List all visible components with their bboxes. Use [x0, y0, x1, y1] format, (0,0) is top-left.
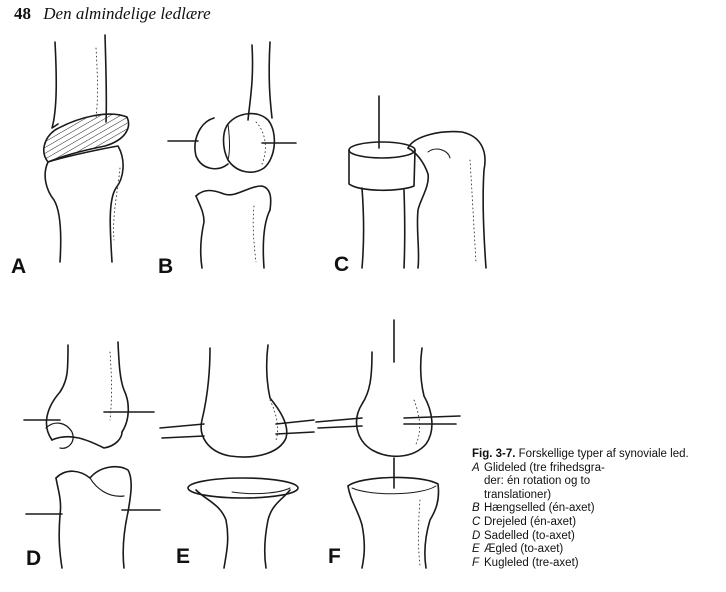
caption-item: E Ægled (to-axet)	[472, 543, 722, 557]
caption-item-line: Glideled (tre frihedsgra-	[484, 461, 605, 474]
caption-item-letter: B	[472, 502, 480, 515]
caption-item-letter: C	[472, 515, 481, 528]
caption-item: B Hængselled (én-axet)	[472, 502, 722, 516]
label-f: F	[328, 545, 341, 568]
joint-drawing-a	[43, 34, 130, 263]
label-c: C	[334, 253, 350, 276]
page-number: 48	[14, 4, 31, 23]
caption-item-line: Sadelled (to-axet)	[484, 529, 575, 542]
caption-item-line: Ægled (to-axet)	[484, 543, 564, 556]
label-d: D	[26, 547, 42, 570]
caption-item: C Drejeled (én-axet)	[472, 516, 722, 530]
joint-drawing-e	[159, 344, 315, 569]
page-header: 48 Den almindelige ledlære	[14, 2, 211, 26]
caption-item-line: Kugleled (tre-axet)	[484, 556, 579, 569]
label-a: A	[11, 255, 27, 278]
caption-item-line: Hængselled (én-axet)	[484, 502, 595, 515]
joint-drawing-c	[348, 95, 487, 269]
label-e: E	[176, 545, 191, 568]
caption-item-line: translationer)	[484, 488, 552, 501]
caption-item-letter: D	[472, 529, 481, 542]
caption-item: D Sadelled (to-axet)	[472, 530, 722, 544]
caption-item: A Glideled (tre frihedsgra- der: én rota…	[472, 462, 722, 503]
caption-item-line: Drejeled (én-axet)	[484, 515, 577, 528]
joint-drawing-b	[167, 41, 297, 269]
figure-caption: Fig. 3-7. Forskellige typer af synoviale…	[472, 448, 722, 570]
caption-item-letter: E	[472, 543, 480, 556]
figure-number: Fig. 3-7.	[472, 448, 516, 460]
caption-item: F Kugleled (tre-axet)	[472, 557, 722, 571]
caption-title: Forskellige typer af synoviale led.	[518, 448, 689, 460]
caption-item-line: der: én rotation og to	[484, 475, 591, 488]
caption-item-letter: A	[472, 461, 480, 474]
joint-drawing-f	[315, 319, 461, 569]
joint-drawing-d	[23, 341, 161, 569]
running-title: Den almindelige ledlære	[43, 4, 211, 23]
label-b: B	[158, 255, 174, 278]
caption-heading: Fig. 3-7. Forskellige typer af synoviale…	[472, 448, 722, 462]
caption-item-letter: F	[472, 556, 480, 569]
